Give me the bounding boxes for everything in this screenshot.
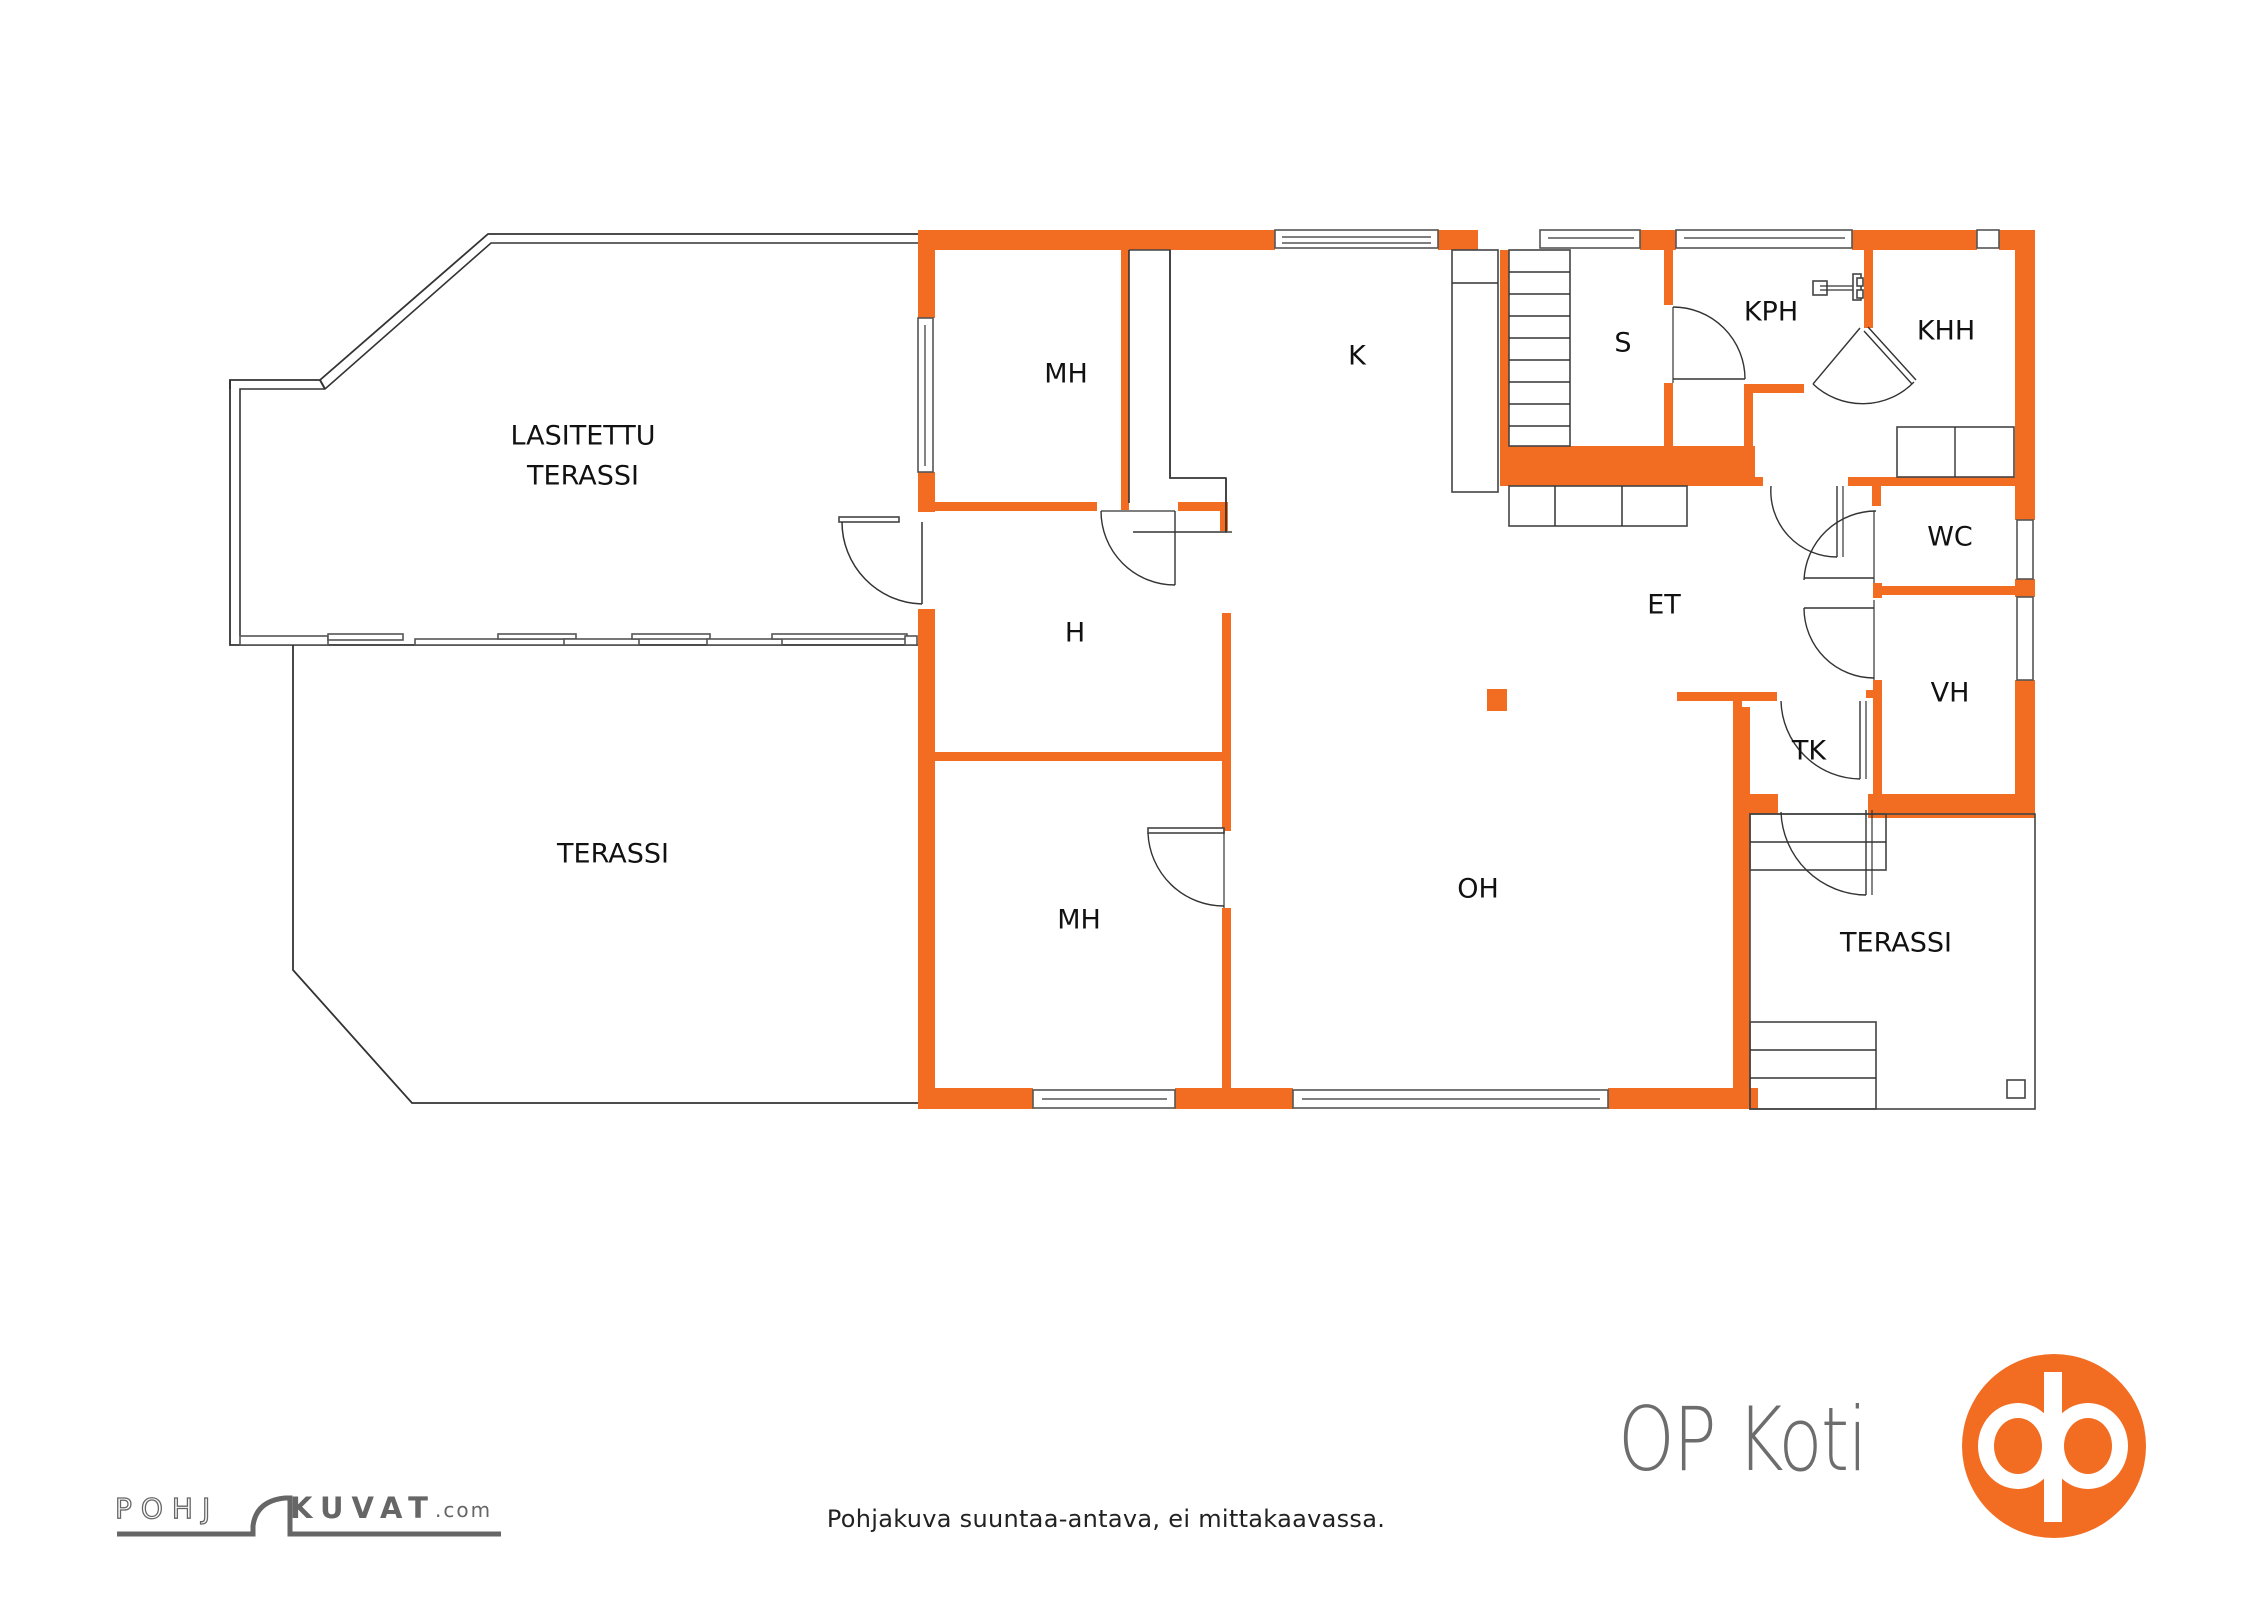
brand-name: OP Koti (1618, 1388, 1868, 1491)
disclaimer: Pohjakuva suuntaa-antava, ei mittakaavas… (0, 1505, 2262, 1533)
room-labels: LASITETTU TERASSI TERASSI MH H MH K S KP… (510, 297, 1975, 959)
pohjakuvat-logo-bold-text: KUVAT (290, 1491, 436, 1525)
room-label-k: K (1348, 341, 1367, 372)
room-label-et: ET (1647, 590, 1681, 621)
room-label-khh: KHH (1917, 316, 1975, 347)
interior-walls (935, 250, 2035, 1098)
disclaimer-text: Pohjakuva suuntaa-antava, ei mittakaavas… (826, 1505, 1386, 1533)
room-label-h: H (1065, 618, 1085, 649)
glazed-terrace-outline (229, 233, 918, 646)
exterior-walls (918, 230, 2035, 1109)
room-label-terassi-right: TERASSI (1839, 928, 1952, 959)
room-label-terassi-left: TERASSI (556, 839, 669, 870)
room-label-kph: KPH (1744, 297, 1798, 328)
windows (917, 229, 2034, 1109)
room-label-mh-bottom: MH (1057, 905, 1101, 936)
kitchen-counters (1128, 249, 1688, 533)
room-label-tk: TK (1791, 736, 1827, 767)
laundry-machines (1896, 426, 2015, 478)
open-terrace-outline (292, 645, 918, 1104)
room-label-s: S (1614, 328, 1631, 359)
op-logo-icon (1962, 1354, 2146, 1538)
terrace-door (838, 516, 923, 605)
room-label-oh: OH (1457, 874, 1499, 905)
room-label-lasitettu-terassi-1: LASITETTU (510, 421, 655, 452)
staircase (1508, 249, 1571, 447)
pohjakuvat-logo-suffix: .com (435, 1498, 493, 1522)
right-terrace (1749, 813, 2036, 1110)
pohjakuvat-arch-icon (117, 1495, 501, 1537)
pohjakuvat-logo: POHJ KUVAT .com (114, 1490, 505, 1540)
room-label-mh-top: MH (1044, 359, 1088, 390)
shower-fixture (1812, 273, 1864, 301)
doors (1100, 306, 1917, 908)
room-label-lasitettu-terassi-2: TERASSI (526, 461, 639, 492)
room-label-wc: WC (1927, 522, 1973, 553)
pohjakuvat-logo-outline-text: POHJ (114, 1491, 220, 1525)
room-label-vh: VH (1931, 678, 1970, 709)
